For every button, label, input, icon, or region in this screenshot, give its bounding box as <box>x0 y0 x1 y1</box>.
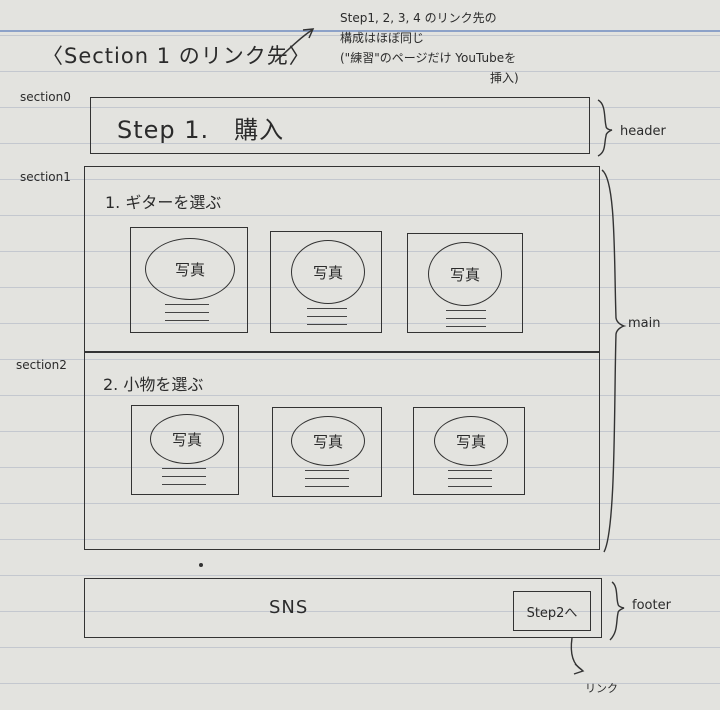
text-line <box>162 484 206 486</box>
text-line <box>307 308 347 310</box>
footer-annotation: footer <box>632 598 671 613</box>
text-line <box>446 310 486 312</box>
section0-label: section0 <box>20 90 71 104</box>
text-line <box>448 486 492 488</box>
main-box: 1. ギターを選ぶ 写真 写真 写真 2. 小物を選ぶ 写真 写真 写真 <box>84 166 600 550</box>
photo-placeholder: 写真 <box>291 416 365 466</box>
text-line <box>448 470 492 472</box>
text-line <box>307 324 347 326</box>
product-card[interactable]: 写真 <box>413 407 525 495</box>
header-title: Step 1. 購入 <box>117 116 285 144</box>
side-note-line: ("練習"のページだけ YouTubeを <box>340 51 517 65</box>
text-line <box>448 478 492 480</box>
text-line <box>165 304 209 306</box>
text-line <box>162 476 206 478</box>
text-line <box>305 478 349 480</box>
product-card[interactable]: 写真 <box>272 407 382 497</box>
photo-placeholder: 写真 <box>145 238 235 300</box>
header-annotation: header <box>620 124 666 139</box>
section2-label: section2 <box>16 358 67 372</box>
product-card[interactable]: 写真 <box>131 405 239 495</box>
side-note-line: 構成はほぼ同じ <box>340 31 425 45</box>
product-card[interactable]: 写真 <box>270 231 382 333</box>
text-line <box>307 316 347 318</box>
link-note: リンク <box>585 682 618 695</box>
product-card[interactable]: 写真 <box>130 227 248 333</box>
section1-heading: 1. ギターを選ぶ <box>105 193 222 212</box>
text-line <box>162 468 206 470</box>
stray-dot <box>199 563 203 567</box>
side-note-line: Step1, 2, 3, 4 のリンク先の <box>340 11 497 25</box>
text-line <box>165 320 209 322</box>
text-line <box>305 470 349 472</box>
text-line <box>446 318 486 320</box>
footer-box: SNS Step2へ <box>84 578 602 638</box>
step2-button[interactable]: Step2へ <box>513 591 591 631</box>
text-line <box>305 486 349 488</box>
side-note-line: 挿入) <box>490 71 519 85</box>
text-line <box>165 312 209 314</box>
photo-placeholder: 写真 <box>434 416 508 466</box>
section-divider <box>85 351 599 353</box>
main-annotation: main <box>628 316 661 331</box>
side-note: Step1, 2, 3, 4 のリンク先の 構成はほぼ同じ ("練習"のページだ… <box>340 8 519 88</box>
header-box: Step 1. 購入 <box>90 97 590 154</box>
text-line <box>446 326 486 328</box>
photo-placeholder: 写真 <box>428 242 502 306</box>
sns-label: SNS <box>269 597 309 618</box>
photo-placeholder: 写真 <box>150 414 224 464</box>
notebook-margin-line <box>0 30 720 32</box>
page-title-note: 〈Section 1 のリンク先〉 <box>42 44 311 68</box>
section1-label: section1 <box>20 170 71 184</box>
product-card[interactable]: 写真 <box>407 233 523 333</box>
section2-heading: 2. 小物を選ぶ <box>103 375 204 394</box>
photo-placeholder: 写真 <box>291 240 365 304</box>
